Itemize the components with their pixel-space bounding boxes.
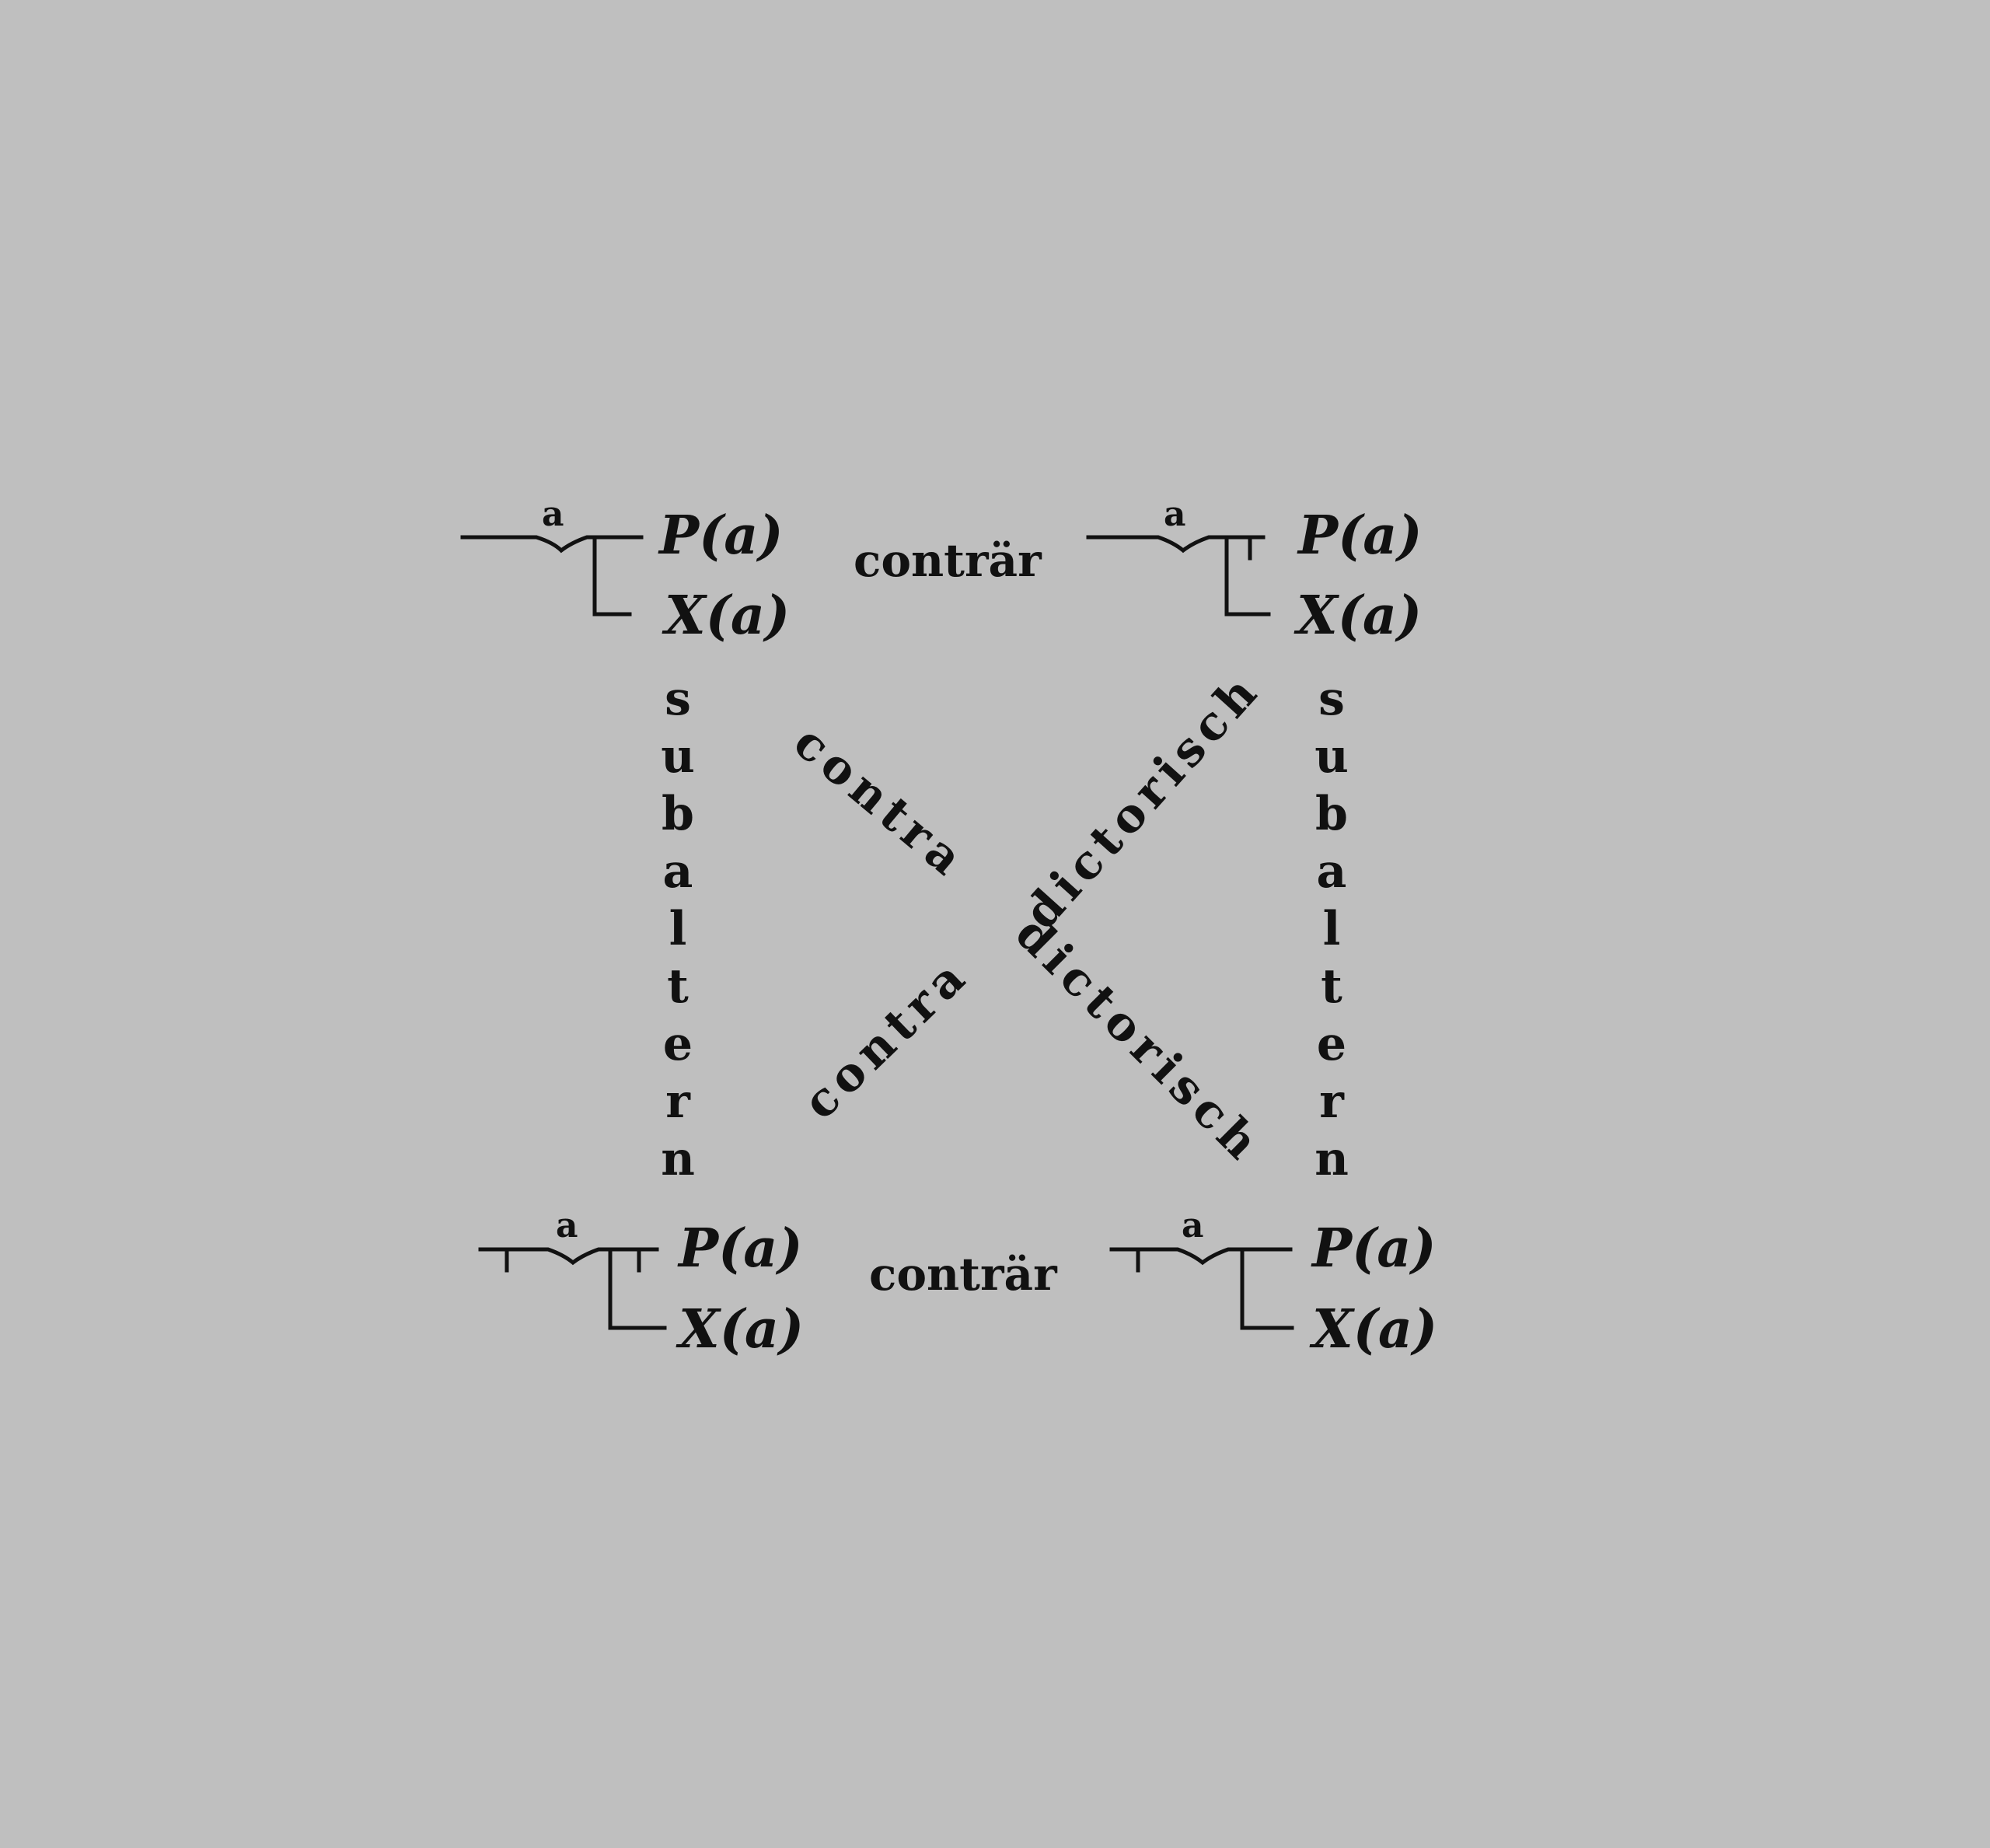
bottom-left-predicate: P(a) xyxy=(679,1217,803,1280)
bottom-left-bound-variable: a xyxy=(556,1206,578,1245)
relation-right-label: s u b a l t e r n xyxy=(1314,672,1349,1186)
top-left-subject: X(a) xyxy=(665,585,791,647)
bottom-left-condition-stroke xyxy=(608,1247,667,1330)
bottom-right-predicate: P(a) xyxy=(1312,1217,1437,1280)
top-right-bound-variable: a xyxy=(1164,494,1186,534)
top-right-content-stroke xyxy=(1086,535,1266,554)
relation-left-label: s u b a l t e r n xyxy=(661,672,695,1186)
relation-top-label: conträr xyxy=(854,534,1042,587)
bottom-left-content-stroke xyxy=(478,1247,659,1266)
top-left-content-stroke xyxy=(460,535,644,554)
top-left-predicate: P(a) xyxy=(659,505,784,567)
top-right-condition-stroke xyxy=(1224,535,1271,617)
bottom-left-subject: X(a) xyxy=(679,1298,805,1361)
bottom-right-condition-stroke xyxy=(1240,1247,1294,1330)
top-left-condition-stroke xyxy=(592,535,632,617)
bottom-right-content-stroke xyxy=(1109,1247,1293,1266)
bottom-right-subject: X(a) xyxy=(1312,1298,1438,1361)
bottom-right-bound-variable: a xyxy=(1182,1206,1204,1245)
top-right-predicate: P(a) xyxy=(1298,505,1423,567)
relation-bottom-label: conträr xyxy=(869,1248,1057,1301)
top-right-subject: X(a) xyxy=(1297,585,1423,647)
top-left-bound-variable: a xyxy=(542,494,564,534)
